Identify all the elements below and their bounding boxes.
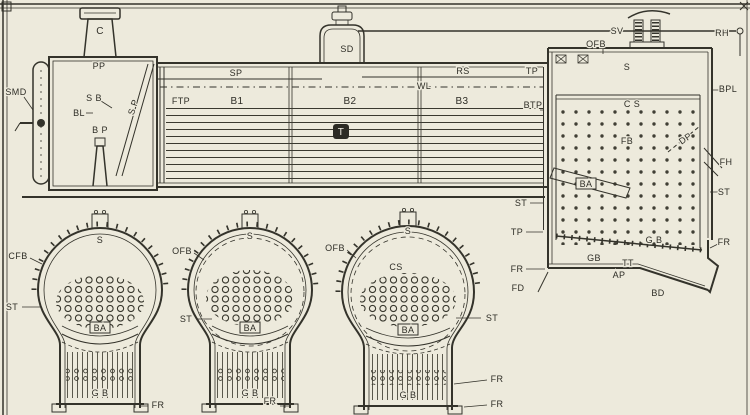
section2-cap: [241, 213, 259, 229]
label-s3-fr2: FR: [491, 399, 504, 409]
label-ftp: FTP: [172, 96, 190, 106]
label-s3-ba: BA: [402, 325, 415, 335]
label-btp: BTP: [524, 100, 543, 110]
safety-valve: [627, 10, 671, 49]
label-tp-left: TP: [511, 227, 523, 237]
label-s1-cfb: CFB: [8, 251, 27, 261]
label-sd: SD: [340, 44, 353, 54]
section1-tube-holes: [56, 275, 144, 329]
label-s1-fr: FR: [152, 400, 165, 410]
label-rh: RH: [715, 28, 729, 38]
ash-pan: [548, 267, 709, 291]
label-rs: RS: [456, 66, 469, 76]
section2-rivets: [181, 221, 319, 291]
label-sv: SV: [611, 26, 624, 36]
label-bl: BL: [73, 108, 85, 118]
section1-rivets: [31, 221, 169, 291]
label-b2: B2: [343, 96, 356, 107]
label-s3-s: S: [405, 226, 411, 236]
section2-inner-shell: [195, 237, 305, 347]
label-ba: BA: [580, 179, 593, 189]
smokebox-steam-pipe: [115, 63, 155, 177]
tube-bank: [166, 108, 543, 183]
label-s3-ofb: OFB: [325, 243, 345, 253]
label-s2-fr: FR: [264, 396, 277, 406]
label-s1-gb: G B: [92, 388, 109, 398]
washout-plug: [577, 54, 589, 64]
section2-tube-holes: [206, 270, 294, 326]
front-damper: [537, 271, 549, 293]
label-bpl: BPL: [719, 84, 737, 94]
label-gb2: G B: [646, 235, 663, 245]
label-s2-ofb: OFB: [172, 246, 192, 256]
label-tp-top: TP: [526, 66, 538, 76]
label-ap: AP: [613, 270, 626, 280]
cross-section-2: OFB S ST BA G B FR: [171, 209, 319, 413]
label-bp: B P: [92, 125, 108, 135]
tube-badge: [333, 124, 349, 139]
label-fr-left: FR: [511, 264, 524, 274]
section3-arch: [365, 335, 451, 347]
label-s2-s: S: [247, 231, 253, 241]
label-s3-gb: G B: [400, 390, 417, 400]
label-sp-smokebox: S P: [126, 98, 140, 116]
section3-inner-shell: [350, 236, 466, 352]
label-s2-st: ST: [180, 314, 192, 324]
chimney: [79, 7, 121, 58]
section2-arch: [211, 333, 289, 345]
stay-field: [560, 105, 696, 245]
label-b3: B3: [455, 96, 468, 107]
label-s3-st: ST: [486, 313, 498, 323]
label-tt: TT: [622, 258, 634, 268]
label-b1: B1: [230, 96, 243, 107]
label-sb: S B: [86, 93, 102, 103]
label-st-right: ST: [718, 187, 730, 197]
label-s3-fr: FR: [491, 374, 504, 384]
label-gb: GB: [587, 253, 601, 263]
label-chimney: C: [96, 26, 104, 37]
boiler-barrel: [157, 62, 548, 188]
longitudinal-section: C PP SMD S B BL B P S P SP FTP B1 B2 B3 …: [4, 5, 744, 299]
steam-dome: [319, 5, 365, 63]
label-ofb: OFB: [586, 39, 606, 49]
firehole: [703, 147, 723, 177]
label-sp: SP: [230, 68, 243, 78]
firebox: [526, 10, 723, 294]
label-pp: PP: [93, 61, 106, 71]
label-s1-s: S: [97, 235, 103, 245]
cross-section-1: CFB S ST BA G B FR: [5, 209, 169, 413]
label-bd: BD: [651, 288, 664, 298]
label-s1-st: ST: [6, 302, 18, 312]
cross-section-3: OFB S CS ST BA FR G B FR: [324, 207, 504, 415]
front-tube-plate: [159, 67, 165, 183]
label-s2-ba: BA: [244, 323, 257, 333]
door-dart-hub: [37, 119, 45, 127]
label-s3-cs: CS: [389, 262, 402, 272]
label-s1-ba: BA: [94, 323, 107, 333]
label-st-left: ST: [515, 198, 527, 208]
section1-arch: [61, 333, 139, 345]
washout-plug: [555, 54, 567, 64]
smokebox: [14, 7, 158, 191]
label-wl: WL: [417, 81, 431, 91]
label-tubes: T: [338, 127, 345, 138]
section3-cap: [399, 211, 417, 227]
label-s2-gb: G B: [242, 388, 259, 398]
blast-pipe: [92, 137, 108, 187]
label-fd: FD: [512, 283, 525, 293]
label-fh: FH: [720, 157, 733, 167]
section1-cap: [91, 213, 109, 229]
label-cs: C S: [624, 99, 640, 109]
label-fb: FB: [621, 136, 633, 146]
label-smd: SMD: [5, 87, 26, 97]
label-s: S: [624, 62, 630, 72]
section3-tube-holes: [360, 273, 456, 327]
label-fr-right: FR: [718, 237, 731, 247]
brick-arch: [549, 167, 631, 199]
handrail: [358, 27, 744, 56]
